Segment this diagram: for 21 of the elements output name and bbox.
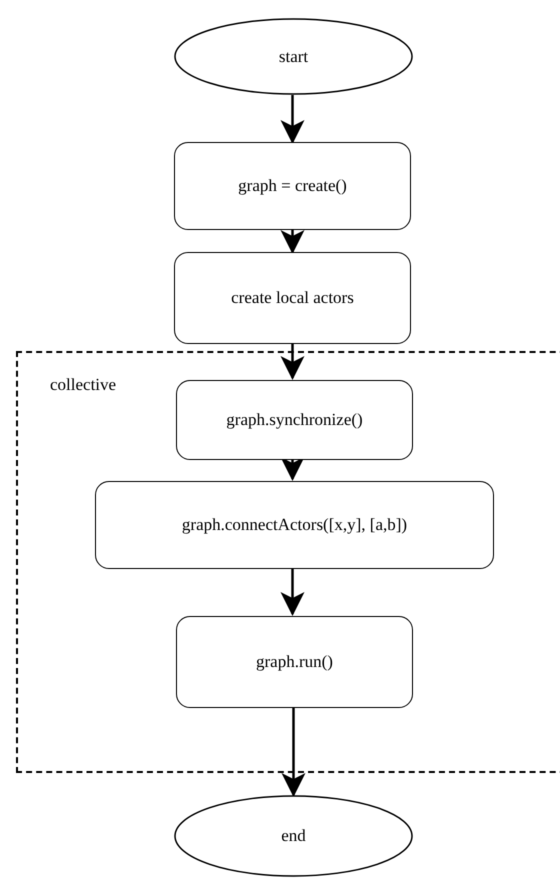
arrow [280,344,304,380]
node-label: graph = create() [237,176,348,196]
arrow [280,230,304,254]
node-label: end [280,826,307,846]
terminal-ellipse [174,18,413,95]
node-label: create local actors [230,288,355,308]
process-box [95,481,494,569]
process-box [176,616,413,708]
node-label: graph.synchronize() [225,410,364,430]
arrow [280,457,304,481]
group-label: collective [50,375,116,395]
arrow [280,567,304,616]
arrow [280,95,304,144]
arrow [282,706,306,797]
process-box [174,252,411,344]
process-box [176,380,413,460]
node-label: start [278,46,310,66]
terminal-ellipse [174,795,413,877]
process-box [174,142,411,230]
node-label: graph.run() [255,652,334,672]
node-label: graph.connectActors([x,y], [a,b]) [180,515,408,535]
